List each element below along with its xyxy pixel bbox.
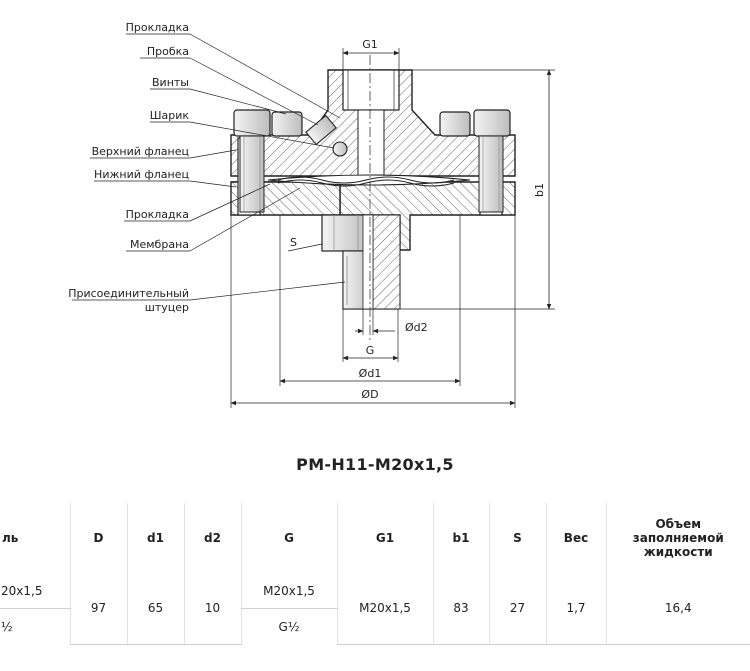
screw-left-2 [271, 111, 303, 137]
cell-b1: 83 [432, 573, 489, 645]
cell-g: G½ [240, 608, 337, 644]
label-gasket-top: Прокладка [126, 21, 189, 34]
col-volume-header: Объем заполняемой жидкости [605, 503, 750, 573]
technical-drawing: G1 b1 Ød2 G Ød1 ØD S [68, 21, 555, 408]
table-row: ½ G½ [0, 608, 750, 644]
label-ball: Шарик [150, 109, 190, 122]
dim-g1-label: G1 [362, 38, 378, 51]
cell-weight: 1,7 [545, 573, 606, 645]
cell-d2: 10 [183, 573, 241, 645]
dim-b1-label: b1 [533, 183, 546, 197]
label-lower-flange: Нижний фланец [94, 168, 189, 181]
label-fitting-line1: Присоединительный [68, 287, 189, 300]
dim-d1: Ød1 [279, 215, 461, 386]
callout-ball: Шарик [150, 109, 335, 149]
model-title: PM-H11-M20x1,5 [296, 455, 454, 474]
col-d-header: D [69, 503, 127, 573]
cell-volume: 16,4 [605, 573, 750, 645]
cell-d: 97 [69, 573, 127, 645]
callout-gasket-top: Прокладка [126, 21, 341, 119]
col-g-header: G [240, 503, 337, 573]
screw-right [473, 109, 511, 213]
label-upper-flange: Верхний фланец [92, 145, 189, 158]
membrane [267, 174, 471, 187]
table-row: 20x1,5 97 65 10 M20x1,5 M20x1,5 83 27 1,… [0, 573, 750, 645]
table-header-row: ль D d1 d2 G G1 b1 S Вес Объем заполняем… [0, 503, 750, 573]
dim-d-label: ØD [361, 388, 378, 401]
label-gasket-bottom: Прокладка [126, 208, 189, 221]
callout-upper-flange: Верхний фланец [90, 145, 237, 159]
dim-g-label: G [366, 344, 375, 357]
screw-right-2 [439, 111, 471, 137]
cell-d1: 65 [126, 573, 184, 645]
dim-d2: Ød2 [355, 309, 428, 335]
dim-g: G [342, 309, 399, 362]
fitting [321, 214, 401, 310]
plug [305, 114, 348, 157]
label-fitting-line2: штуцер [145, 301, 189, 314]
label-membrane: Мембрана [130, 238, 189, 251]
label-screws: Винты [152, 76, 189, 89]
callout-membrane: Мембрана [126, 187, 301, 252]
callout-fitting: Присоединительный штуцер [68, 281, 346, 314]
cell-s: 27 [488, 573, 546, 645]
dim-g1: G1 [342, 38, 400, 70]
cell-model: 20x1,5 [0, 573, 70, 609]
col-weight-header: Вес [545, 503, 606, 573]
col-b1-header: b1 [432, 503, 489, 573]
callout-screws: Винты [150, 76, 287, 115]
dim-s-label: S [290, 236, 297, 249]
cell-g1: M20x1,5 [336, 573, 433, 645]
top-port [342, 69, 400, 177]
cell-g: M20x1,5 [240, 573, 337, 609]
col-d2-header: d2 [183, 503, 241, 573]
dim-d: ØD [230, 215, 516, 408]
callout-lower-flange: Нижний фланец [94, 168, 237, 188]
dim-b1: b1 [398, 69, 555, 310]
spec-table: ль D d1 d2 G G1 b1 S Вес Объем заполняем… [0, 503, 750, 645]
callout-gasket-bottom: Прокладка [124, 183, 271, 222]
cell-model: ½ [1, 619, 13, 634]
dim-d2-label: Ød2 [405, 321, 428, 334]
ball [332, 141, 348, 157]
label-plug: Пробка [147, 45, 189, 58]
screw-left [233, 109, 271, 213]
callout-plug: Пробка [140, 45, 319, 126]
dim-d1-label: Ød1 [359, 367, 382, 380]
col-d1-header: d1 [126, 503, 184, 573]
col-model-header: ль [2, 531, 19, 545]
dim-s: S [287, 236, 323, 252]
col-g1-header: G1 [336, 503, 433, 573]
col-s-header: S [488, 503, 546, 573]
